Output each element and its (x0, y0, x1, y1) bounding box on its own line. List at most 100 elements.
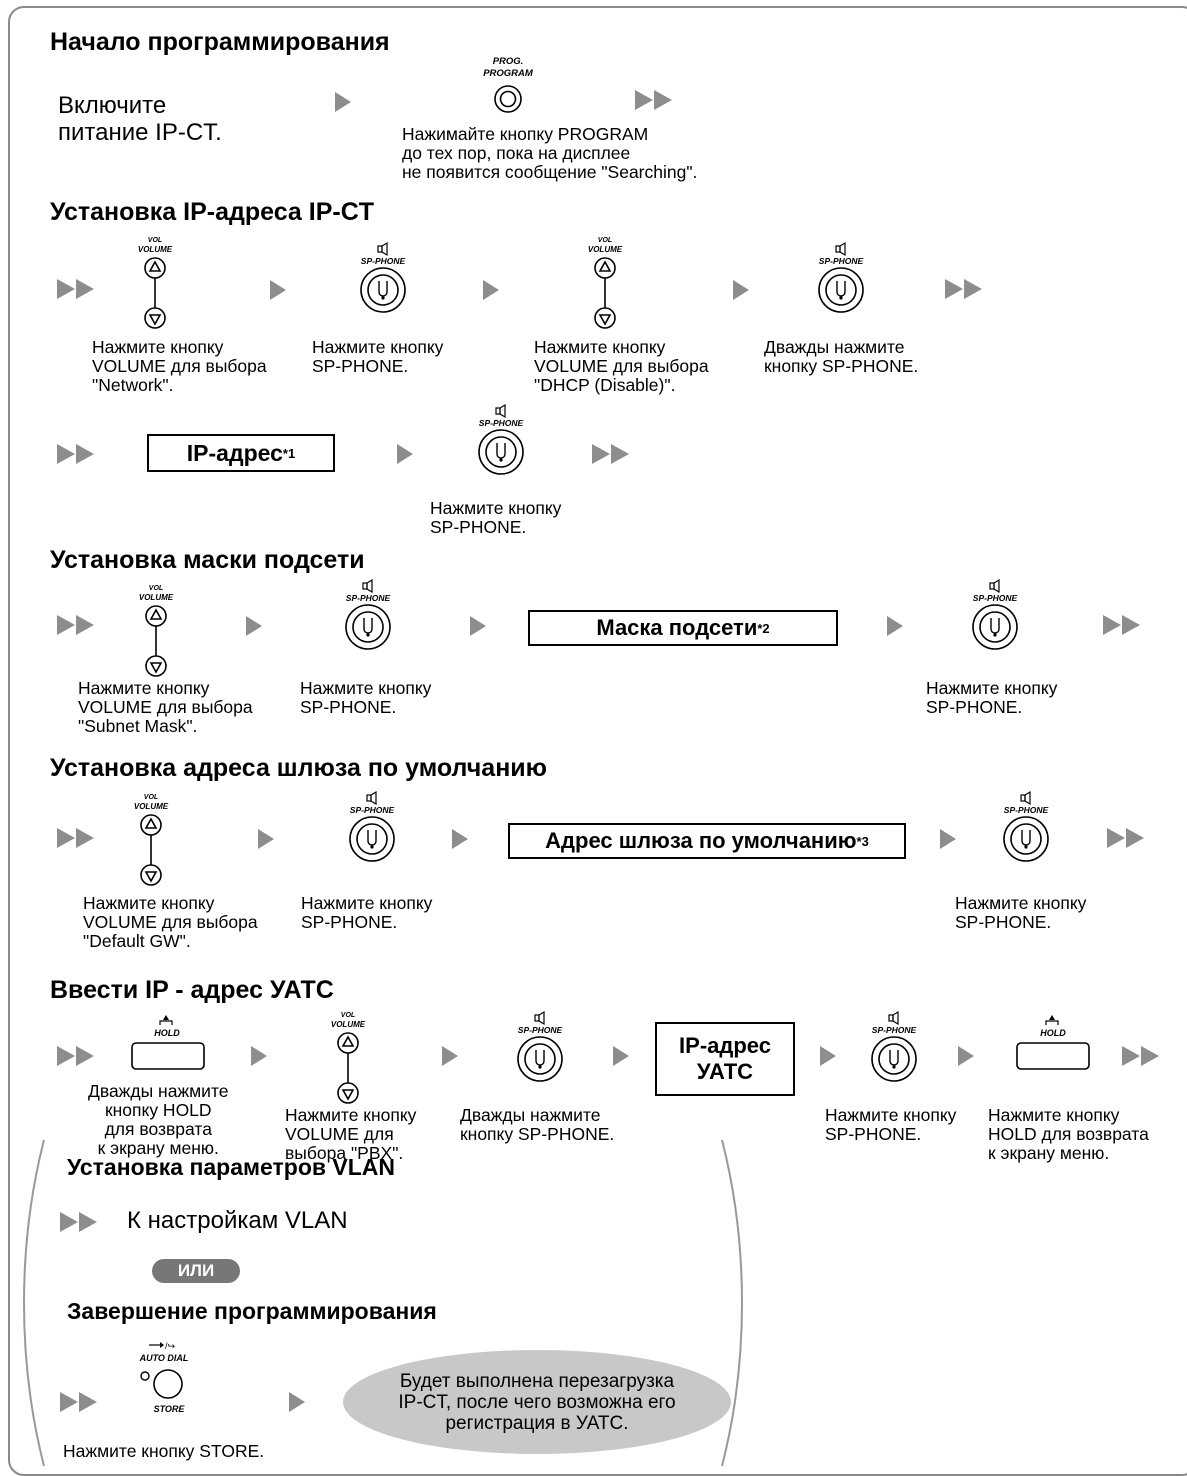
to-vlan-text: К настройкам VLAN (127, 1207, 348, 1234)
volume-label: VOLUME (587, 245, 623, 254)
volume-label: VOLUME (133, 802, 169, 811)
speaker-icon (495, 403, 506, 419)
sp-phone-button-icon[interactable] (1002, 815, 1050, 863)
sp-phone-button-icon[interactable] (359, 266, 407, 314)
subnet-mask-box: Маска подсети*2 (528, 610, 838, 646)
store-label: STORE (153, 1404, 185, 1414)
speaker-icon (534, 1010, 545, 1026)
arrow (335, 92, 351, 112)
sp-phone-label: SP-PHONE (818, 256, 864, 266)
pbx-step4-text: Нажмите кнопку SP-PHONE. (825, 1105, 957, 1144)
sp-phone-button-icon[interactable] (344, 603, 392, 651)
ip-step5-text: Нажмите кнопку SP-PHONE. (430, 498, 562, 537)
double-arrow (60, 1212, 98, 1232)
arrow (887, 616, 903, 636)
hold-arrow-icon (1045, 1015, 1059, 1025)
arrow (251, 1046, 267, 1066)
heading-end: Завершение программирования (67, 1298, 437, 1324)
store-button-icon[interactable] (139, 1368, 189, 1400)
hold-label: HOLD (1040, 1028, 1066, 1038)
arrow (613, 1046, 629, 1066)
arrow (246, 616, 262, 636)
pbx-ip-box: IP-адрес УАТС (655, 1022, 795, 1096)
heading-pbx: Ввести IP - адрес УАТС (50, 976, 334, 1004)
sp-phone-label: SP-PHONE (517, 1025, 563, 1035)
double-arrow (1107, 828, 1145, 848)
volume-button-icon[interactable] (593, 256, 617, 330)
speaker-icon (835, 241, 846, 257)
sp-phone-button-icon[interactable] (516, 1035, 564, 1083)
subnet-step1-text: Нажмите кнопку VOLUME для выбора "Subnet… (78, 678, 253, 736)
sp-phone-button-icon[interactable] (348, 815, 396, 863)
program-button-icon[interactable] (493, 84, 523, 114)
volume-button-icon[interactable] (143, 256, 167, 330)
sp-phone-button-icon[interactable] (971, 603, 1019, 651)
or-badge: ИЛИ (152, 1259, 240, 1283)
hold-button-icon[interactable] (1016, 1042, 1090, 1070)
vol-label: VOL (147, 237, 163, 244)
arrow (289, 1392, 305, 1412)
arrow (397, 444, 413, 464)
store-step-text: Нажмите кнопку STORE. (63, 1441, 265, 1461)
speaker-icon (362, 578, 373, 594)
power-on-text: Включите питание IP-CT. (58, 92, 222, 146)
double-arrow (57, 828, 95, 848)
sp-phone-label: SP-PHONE (972, 593, 1018, 603)
volume-button-icon[interactable] (139, 813, 163, 887)
options-bracket (22, 1139, 744, 1467)
arrow (820, 1046, 836, 1066)
ip-step4-text: Дважды нажмите кнопку SP-PHONE. (764, 337, 919, 376)
arrow (940, 829, 956, 849)
subnet-step3-text: Нажмите кнопку SP-PHONE. (926, 678, 1058, 717)
sp-phone-button-icon[interactable] (870, 1035, 918, 1083)
gateway-box: Адрес шлюза по умолчанию*3 (508, 823, 906, 859)
double-arrow (60, 1392, 98, 1412)
double-arrow (57, 279, 95, 299)
vol-label: VOL (148, 585, 164, 592)
sp-phone-label: SP-PHONE (1003, 805, 1049, 815)
sp-phone-label: SP-PHONE (360, 256, 406, 266)
volume-button-icon[interactable] (144, 604, 168, 678)
hold-arrow-icon (159, 1015, 173, 1025)
arrow (733, 280, 749, 300)
heading-subnet: Установка маски подсети (50, 546, 365, 574)
ip-step1-text: Нажмите кнопку VOLUME для выбора "Networ… (92, 337, 267, 395)
double-arrow (57, 1046, 95, 1066)
vol-label: VOL (143, 794, 159, 801)
double-arrow (1103, 615, 1141, 635)
sp-phone-button-icon[interactable] (817, 266, 865, 314)
arrow (452, 829, 468, 849)
speaker-icon (888, 1010, 899, 1026)
auto-dial-arrow-icon: /↪ (149, 1341, 176, 1351)
double-arrow (635, 90, 673, 110)
program-description: Нажимайте кнопку PROGRAM до тех пор, пок… (402, 124, 698, 182)
pbx-step1-text: Дважды нажмите кнопку HOLD для возврата … (88, 1081, 229, 1158)
double-arrow (57, 615, 95, 635)
double-arrow (592, 444, 630, 464)
sp-phone-label: SP-PHONE (478, 418, 524, 428)
ip-address-box: IP-адрес*1 (147, 434, 335, 472)
arrow (958, 1046, 974, 1066)
gateway-step3-text: Нажмите кнопку SP-PHONE. (955, 893, 1087, 932)
hold-button-icon[interactable] (131, 1042, 205, 1070)
svg-text:/↪: /↪ (165, 1341, 176, 1351)
volume-label: VOLUME (137, 245, 173, 254)
volume-button-icon[interactable] (336, 1031, 360, 1105)
arrow (470, 616, 486, 636)
double-arrow (57, 444, 95, 464)
gateway-step1-text: Нажмите кнопку VOLUME для выбора "Defaul… (83, 893, 258, 951)
speaker-icon (1020, 790, 1031, 806)
arrow (270, 280, 286, 300)
prog-small-label: PROG. (492, 56, 524, 67)
heading-ip-address: Установка IP-адреса IP-CT (50, 198, 375, 226)
pbx-step5-text: Нажмите кнопку HOLD для возврата к экран… (988, 1105, 1149, 1163)
hold-label: HOLD (154, 1028, 180, 1038)
heading-start: Начало программирования (50, 28, 390, 56)
vol-label: VOL (340, 1012, 356, 1019)
heading-vlan: Установка параметров VLAN (67, 1154, 396, 1180)
vol-label: VOL (597, 237, 613, 244)
volume-label: VOLUME (138, 593, 174, 602)
sp-phone-button-icon[interactable] (477, 428, 525, 476)
pbx-step2-text: Нажмите кнопку VOLUME для выбора "PBX". (285, 1105, 417, 1163)
double-arrow (1122, 1046, 1160, 1066)
